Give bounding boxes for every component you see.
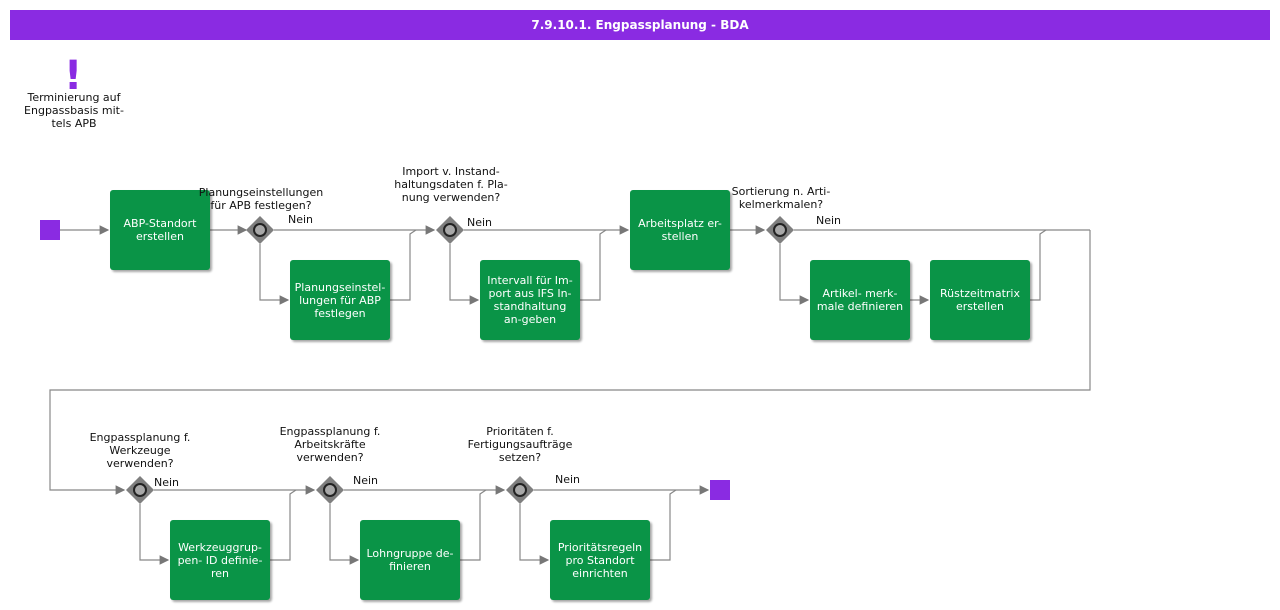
gateway-2-icon <box>436 216 464 244</box>
task-abp-standort[interactable]: ABP-Standort erstellen <box>110 190 210 270</box>
gateway-1-question: Planungseinstellungen für APB festlegen? <box>198 186 324 212</box>
branch-label: Nein <box>288 213 314 226</box>
task-intervall-import[interactable]: Intervall für Im-port aus IFS In-standha… <box>480 260 580 340</box>
branch-label: Nein <box>467 216 493 229</box>
branch-label: Nein <box>816 214 842 227</box>
connector <box>519 504 550 565</box>
task-prioritaetsregeln[interactable]: Prioritätsregeln pro Standort einrichten <box>550 520 650 600</box>
connector <box>580 229 607 301</box>
trigger-label: Terminierung auf Engpassbasis mit-tels A… <box>24 91 124 130</box>
connector <box>259 244 290 305</box>
branch-label: Nein <box>353 474 379 487</box>
connector <box>460 489 487 561</box>
diagram-title: 7.9.10.1. Engpassplanung - BDA <box>10 10 1270 40</box>
task-arbeitsplatz[interactable]: Arbeitsplatz er-stellen <box>630 190 730 270</box>
start-event[interactable] <box>40 220 60 240</box>
gateway-6-question: Prioritäten f. Fertigungsaufträge setzen… <box>467 425 573 464</box>
connector <box>390 229 417 301</box>
connector <box>650 489 677 561</box>
connector <box>270 489 297 561</box>
connector <box>1030 229 1047 301</box>
branch-label: Nein <box>555 473 581 486</box>
task-planungseinstellungen[interactable]: Planungseinstel-lungen für ABP festlegen <box>290 260 390 340</box>
gateway-3-question: Sortierung n. Arti-kelmerkmalen? <box>731 185 831 211</box>
task-werkzeuggruppen[interactable]: Werkzeuggrup-pen- ID definie-ren <box>170 520 270 600</box>
task-artikelmerkmale[interactable]: Artikel- merk-male definieren <box>810 260 910 340</box>
gateway-4-question: Engpassplanung f. Werkzeuge verwenden? <box>89 431 191 470</box>
gateway-5-question: Engpassplanung f. Arbeitskräfte verwende… <box>279 425 381 464</box>
connector <box>449 244 480 305</box>
connector <box>139 504 170 565</box>
gateway-3-icon <box>766 216 794 244</box>
branch-label: Nein <box>154 476 180 489</box>
gateway-5-icon <box>316 476 344 504</box>
task-lohngruppe[interactable]: Lohngruppe de-finieren <box>360 520 460 600</box>
connector <box>779 244 810 305</box>
connector <box>329 504 360 565</box>
gateway-4-icon <box>126 476 154 504</box>
gateway-2-question: Import v. Instand-haltungsdaten f. Pla-n… <box>394 165 508 204</box>
gateway-6-icon <box>506 476 534 504</box>
exclamation-icon: ! <box>64 53 83 99</box>
end-event[interactable] <box>710 480 730 500</box>
connector <box>49 230 1091 495</box>
gateway-1-icon <box>246 216 274 244</box>
task-ruestzeitmatrix[interactable]: Rüstzeitmatrix erstellen <box>930 260 1030 340</box>
